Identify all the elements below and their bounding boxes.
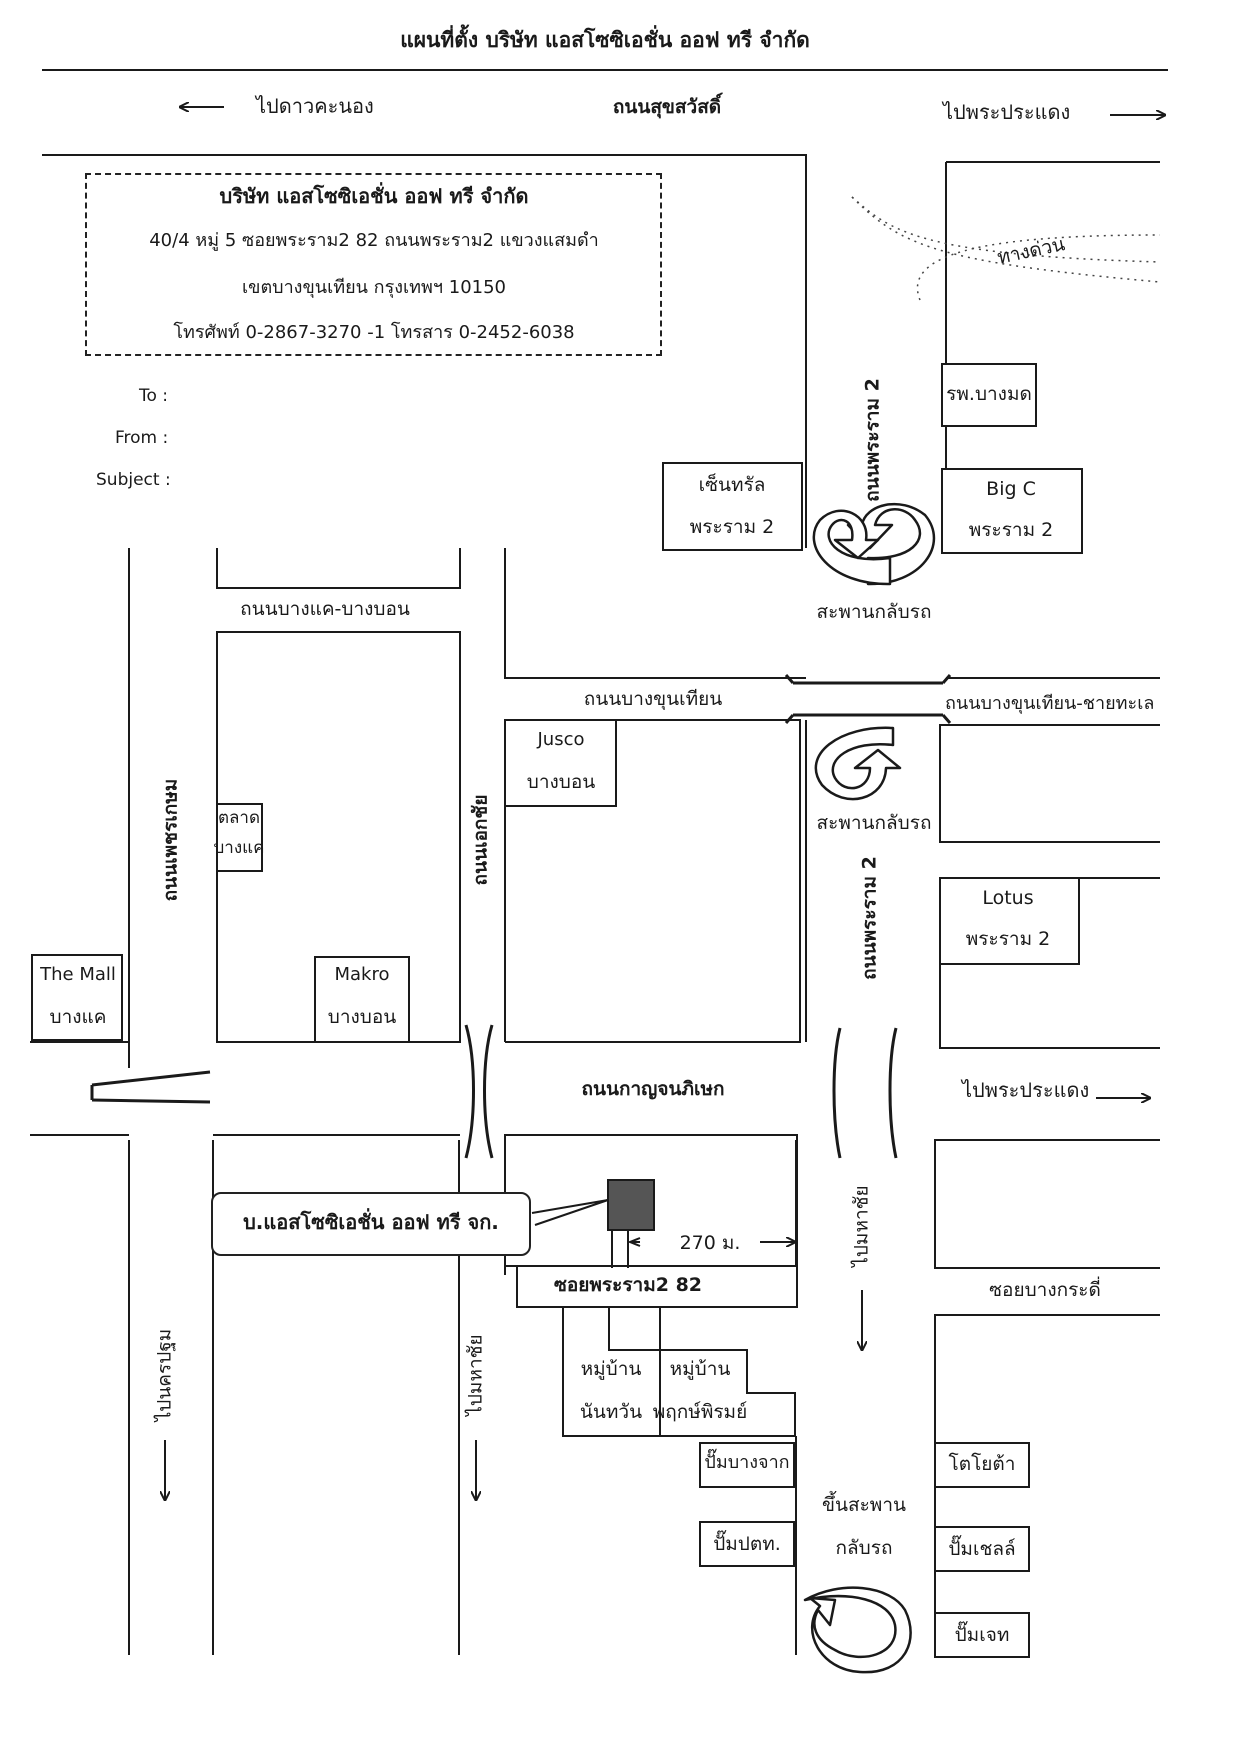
suksawat-road-edge <box>42 154 807 548</box>
central-label-line2: พระราม 2 <box>689 516 775 538</box>
distance-label: 270 ม. <box>679 1232 741 1254</box>
block-jusco <box>505 719 801 1043</box>
box-bangmod-hospital <box>941 363 1037 427</box>
box-central <box>662 462 803 551</box>
bigc-label-line2: พระราม 2 <box>968 519 1054 541</box>
ptt-label: ปั๊มปตท. <box>713 1533 781 1555</box>
nakhonpathom-label: ไปนครปฐม <box>153 1328 176 1422</box>
block-nanthawan <box>562 1307 661 1437</box>
makro-label-line1: Makro <box>334 964 390 985</box>
phruksa-label-line2: พฤกษ์พิรมย์ <box>652 1401 748 1423</box>
phetkasem-road-label: ถนนเพชรเกษม <box>159 778 182 902</box>
bangkhunthian-road-label: ถนนบางขุนเทียน <box>583 688 723 710</box>
bangchak-label: ปั๊มบางจาก <box>704 1452 790 1473</box>
memo-to-label: To : <box>139 386 169 406</box>
page-title: แผนที่ตั้ง บริษัท แอสโซซิเอชั่น ออฟ ทรี … <box>400 28 810 52</box>
bigc-label-line1: Big C <box>986 478 1036 500</box>
jet-label: ปั๊มเจท <box>954 1624 1010 1646</box>
nanthawan-label-line1: หมู่บ้าน <box>580 1358 642 1380</box>
kanchanaphisek-road-label: ถนนกาญจนภิเษก <box>581 1078 725 1100</box>
block-east-1 <box>939 724 1160 843</box>
block-makro <box>216 631 461 1043</box>
shell-label: ปั๊มเชลล์ <box>948 1538 1016 1560</box>
u-turn-arrow-upper <box>812 502 936 586</box>
company-phone-fax: โทรศัพท์ 0-2867-3270 -1 โทรสาร 0-2452-60… <box>173 322 575 343</box>
box-shell <box>934 1526 1030 1572</box>
u-turn-arrow-middle <box>814 726 902 801</box>
central-label-line1: เซ็นทรัล <box>698 474 766 496</box>
company-address-line2: เขตบางขุนเทียน กรุงเทพฯ 10150 <box>242 277 506 298</box>
box-toyota <box>934 1442 1030 1488</box>
lotus-label-line1: Lotus <box>982 887 1034 909</box>
rama2-road-label-upper: ถนนพระราม 2 <box>861 378 884 502</box>
memo-from-label: From : <box>115 428 169 448</box>
box-lotus <box>939 877 1080 965</box>
mahachai-right-label: ไปมหาชัย <box>850 1185 873 1267</box>
soi-bangkradi-label: ซอยบางกระดี่ <box>989 1279 1101 1301</box>
company-address-line1: 40/4 หมู่ 5 ซอยพระราม2 82 ถนนพระราม2 แขว… <box>149 230 599 251</box>
nanthawan-label-line2: นันทวัน <box>579 1401 643 1423</box>
themall-label-line1: The Mall <box>40 964 116 985</box>
suksawat-road-label: ถนนสุขสวัสดิ์ <box>612 96 722 118</box>
daokanong-label: ไปดาวคะนอง <box>256 94 374 118</box>
company-building <box>607 1179 655 1231</box>
box-bangchak <box>699 1442 795 1488</box>
toyota-label: โตโยต้า <box>948 1453 1016 1475</box>
box-bigc <box>941 468 1083 554</box>
makro-label-line2: บางบอน <box>327 1006 397 1028</box>
box-makro <box>314 956 410 1043</box>
bangkhunthian-overpass <box>793 681 943 717</box>
themall-label-line2: บางแค <box>49 1006 107 1028</box>
memo-subject-label: Subject : <box>96 470 171 490</box>
u-turn-upper-label: สะพานกลับรถ <box>816 601 932 623</box>
box-ptt <box>699 1521 795 1567</box>
box-jet <box>934 1612 1030 1658</box>
talad-label-line2: บางแค <box>213 838 265 858</box>
rama2-overpass <box>832 1027 842 1159</box>
ekachai-overpass <box>464 1024 475 1159</box>
jusco-label-line1: Jusco <box>537 729 585 750</box>
u-turn-arrow-lower <box>803 1586 912 1674</box>
box-talad <box>216 803 263 872</box>
bangkhunthian-chaithale-road-label: ถนนบางขุนเทียน-ชายทะเล <box>945 693 1155 714</box>
phruksa-label-line1: หมู่บ้าน <box>669 1358 731 1380</box>
ekachai-road-label: ถนนเอกชัย <box>469 794 492 886</box>
u-turn-middle-label: สะพานกลับรถ <box>816 812 932 834</box>
callout-pointer <box>531 1199 609 1226</box>
talad-label-line1: ตลาด <box>217 808 261 828</box>
rama2-road-label-lower: ถนนพระราม 2 <box>858 856 881 980</box>
company-location-callout <box>211 1192 531 1256</box>
company-location-label: บ.แอสโซซิเอชั่น ออฟ ทรี จก. <box>243 1210 499 1234</box>
company-address-box <box>85 173 662 356</box>
u-turn-lower-label-line1: ขึ้นสะพาน <box>822 1494 906 1516</box>
phrapradaeng-top-label: ไปพระประแดง <box>943 100 1071 124</box>
jusco-label-line2: บางบอน <box>526 771 596 793</box>
ekachai-road-edge <box>504 548 806 679</box>
bangkhae-bangbon-road-edge <box>216 548 461 589</box>
u-turn-lower-label-line2: กลับรถ <box>835 1537 893 1559</box>
bangmod-hospital-label: รพ.บางมด <box>946 383 1032 405</box>
box-themall <box>31 954 123 1041</box>
phrapradaeng-mid-label: ไปพระประแดง <box>962 1078 1090 1102</box>
company-name: บริษัท แอสโซซิเอชั่น ออฟ ทรี จำกัด <box>219 184 529 208</box>
soi-rama2-82-road <box>516 1265 798 1308</box>
block-east-3 <box>934 1139 1160 1269</box>
soi-rama2-82-label: ซอยพระราม2 82 <box>553 1274 703 1296</box>
lotus-label-line2: พระราม 2 <box>965 928 1051 950</box>
bangkhae-bangbon-road-label: ถนนบางแค-บางบอน <box>240 598 410 620</box>
mahachai-left-label: ไปมหาชัย <box>464 1334 487 1416</box>
box-jusco <box>504 719 617 807</box>
